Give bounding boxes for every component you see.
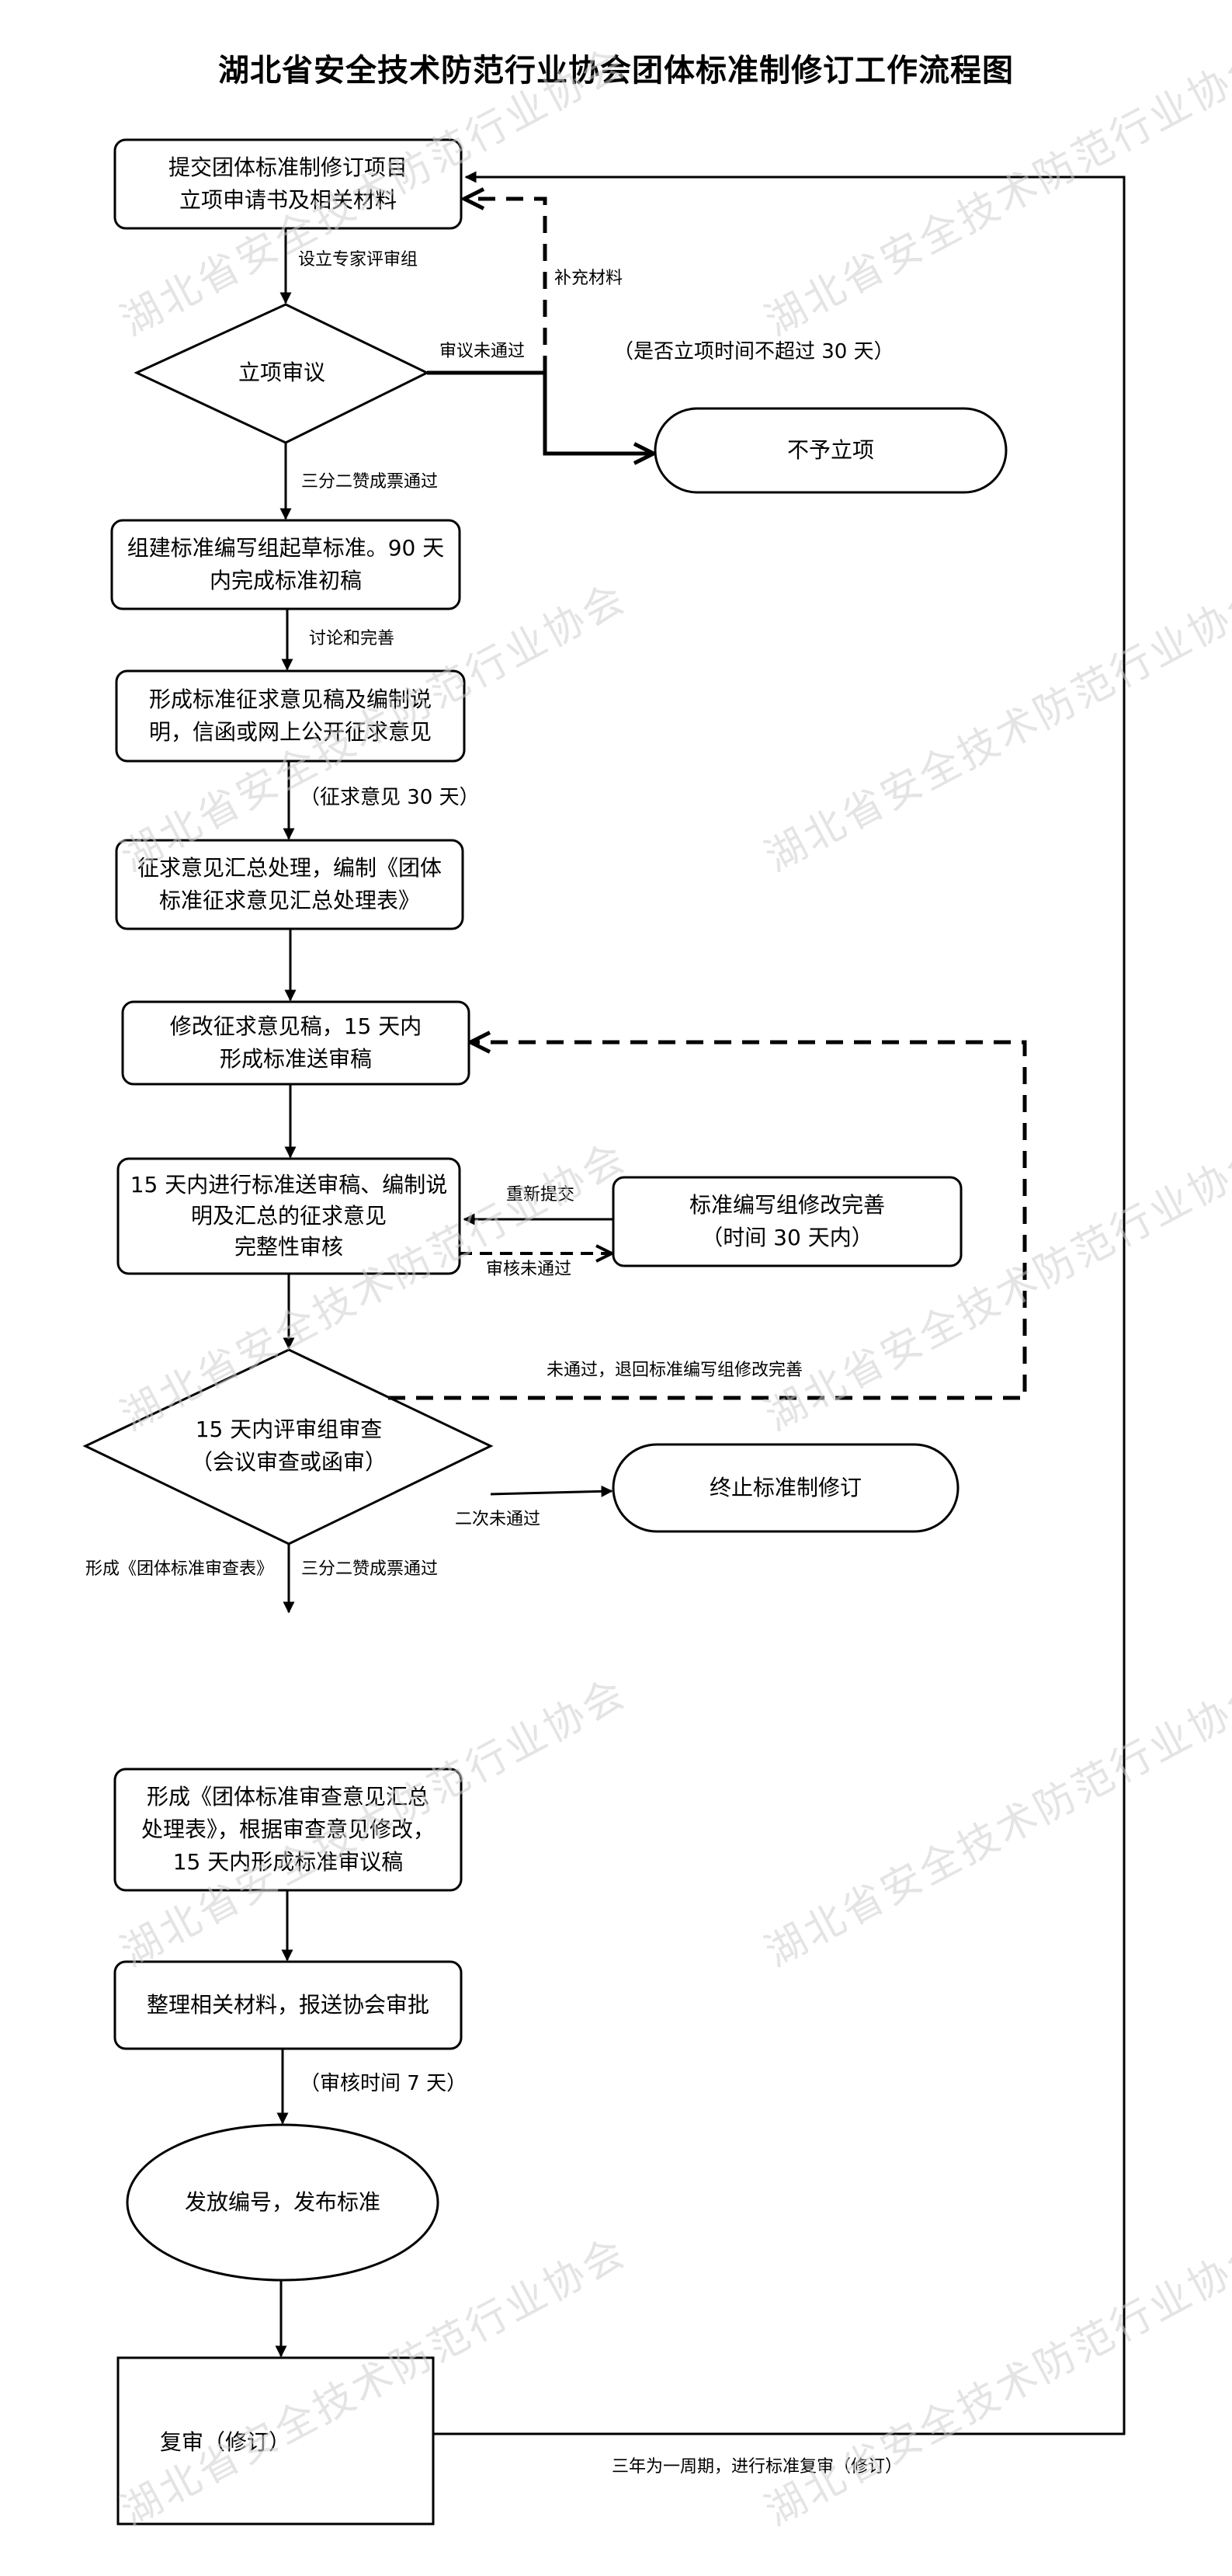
arrow-second-fail <box>490 1485 613 1497</box>
revise-text: 修改征求意见稿，15 天内 形成标准送审稿 <box>169 1013 422 1072</box>
terminate-text: 终止标准制修订 <box>709 1475 862 1500</box>
recheck-box <box>116 2356 435 2526</box>
label-second-fail: 二次未通过 <box>455 1510 541 1529</box>
label-return-fix: 未通过，退回标准编写组修改完善 <box>547 1361 803 1380</box>
label-audit-7: （审核时间 7 天） <box>300 2072 467 2095</box>
expert-review-text: 15 天内评审组审查 （会议审查或函审） <box>190 1417 387 1475</box>
arrow-return-fix <box>388 1042 1027 1400</box>
label-consult-30: （征求意见 30 天） <box>300 786 480 809</box>
publish-ellipse <box>126 2123 439 2282</box>
submit-box <box>113 138 463 230</box>
label-two-thirds-1: 三分二赞成票通过 <box>301 472 439 492</box>
label-resubmit: 重新提交 <box>506 1185 575 1205</box>
arrow-supplement <box>464 199 547 373</box>
label-audit-fail: 审核未通过 <box>486 1260 572 1279</box>
consult-text: 形成标准征求意见稿及编制说 明，信函或网上公开征求意见 <box>148 687 432 745</box>
final-table-text: 形成《团体标准审查意见汇总 处理表》，根据审查意见修改， 15 天内形成标准审议… <box>141 1784 435 1875</box>
label-cycle: 三年为一周期，进行标准复审（修订） <box>612 2457 903 2477</box>
arrow-review-reject <box>427 370 654 454</box>
consult-box <box>115 669 466 763</box>
label-discuss: 讨论和完善 <box>309 629 395 648</box>
terminate-terminal <box>612 1443 960 1533</box>
label-form-table: 形成《团体标准审查表》 <box>85 1559 274 1579</box>
label-supplement: 补充材料 <box>554 269 623 288</box>
label-not-passed: 审议未通过 <box>439 342 526 361</box>
organize-box <box>113 1960 463 2050</box>
page-title: 湖北省安全技术防范行业协会团体标准制修订工作流程图 <box>218 53 1014 89</box>
organize-text: 整理相关材料，报送协会审批 <box>146 1992 429 2018</box>
summary-text: 征求意见汇总处理，编制《团体 标准征求意见汇总处理表》 <box>137 855 442 913</box>
submit-review-text: 15 天内进行标准送审稿、编制说 明及汇总的征求意见 完整性审核 <box>130 1172 448 1260</box>
group-fix-text: 标准编写组修改完善 （时间 30 天内） <box>689 1192 885 1250</box>
publish-text: 发放编号，发布标准 <box>184 2189 380 2215</box>
recheck-text: 复审（修订） <box>159 2429 290 2455</box>
submit-text: 提交团体标准制修订项目 立项申请书及相关材料 <box>168 155 408 213</box>
arrow-cycle <box>433 171 1126 2435</box>
review-text: 立项审议 <box>238 360 325 385</box>
label-time-limit: （是否立项时间不超过 30 天） <box>613 340 894 363</box>
draft-text: 组建标准编写组起草标准。90 天 内完成标准初稿 <box>127 535 445 593</box>
label-two-thirds-2: 三分二赞成票通过 <box>301 1559 439 1579</box>
reject-text: 不予立项 <box>786 437 874 463</box>
label-setup-panel: 设立专家评审组 <box>298 250 418 269</box>
group-fix-box <box>612 1176 963 1267</box>
draft-box <box>110 519 461 610</box>
